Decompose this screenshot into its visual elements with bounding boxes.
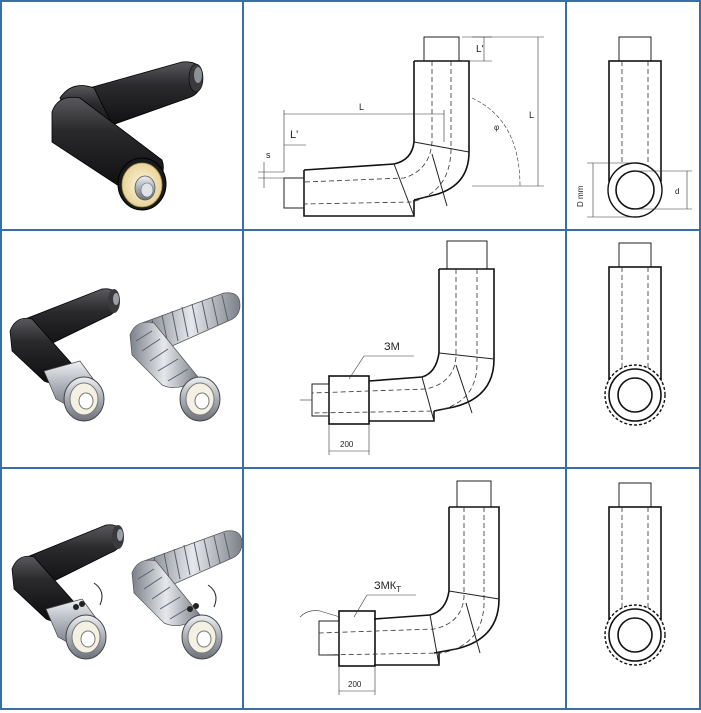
dim-d-label: d [675, 187, 679, 196]
part-code-label: ЗМКТ [374, 580, 401, 594]
dim-200-label: 200 [340, 440, 354, 449]
row2-front-view [567, 231, 699, 467]
row3-illustration [2, 469, 243, 708]
row1-illustration [2, 2, 242, 229]
dim-Ltop-label: L' [476, 44, 484, 55]
row3-elbow-drawing: ЗМКТ 200 [244, 469, 565, 708]
dim-D-label: D mm [576, 185, 585, 207]
row1-elbow-drawing: L' L L' s L φ [244, 2, 565, 229]
dim-Lleft-label: L' [290, 129, 298, 141]
row2-elbow-drawing: ЗМ 200 [244, 231, 565, 467]
column-divider-1 [242, 0, 244, 710]
part-code-label: ЗМ [384, 341, 400, 353]
angle-phi-label: φ [494, 123, 499, 132]
row3-front-view [567, 469, 699, 708]
dim-200-label: 200 [348, 680, 362, 689]
dim-L-vertical-label: L [529, 110, 534, 120]
row-divider-1 [0, 229, 701, 231]
column-divider-2 [565, 0, 567, 710]
row-divider-2 [0, 467, 701, 469]
row2-illustration [2, 231, 242, 467]
dim-s-label: s [266, 150, 271, 160]
row1-front-view: D mm d [567, 2, 699, 229]
dim-L-horizontal-label: L [359, 102, 364, 112]
